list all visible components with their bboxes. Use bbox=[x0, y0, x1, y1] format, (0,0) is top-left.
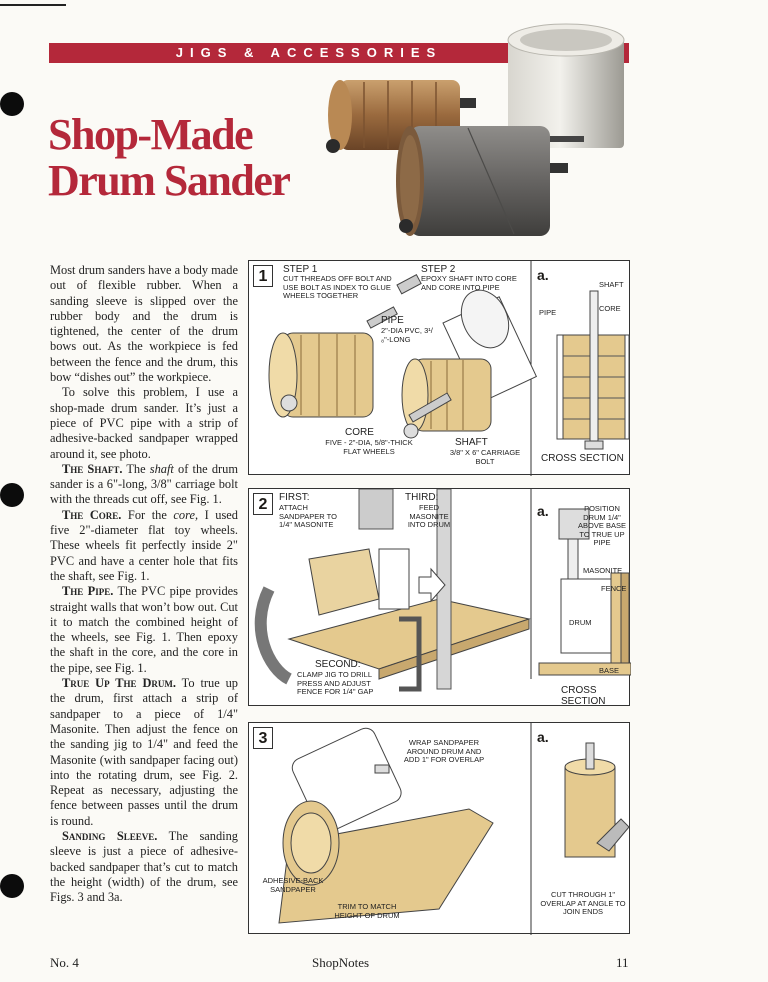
fig1-pvc-pipe bbox=[442, 289, 538, 404]
binder-hole-2 bbox=[0, 483, 24, 507]
article-body: Most drum sanders have a body made out o… bbox=[50, 263, 238, 905]
figure-3-drawing bbox=[278, 723, 630, 935]
paragraph-core: The Core. For the core, I used five 2"-d… bbox=[50, 508, 238, 584]
fig1-step1-title: STEP 1 bbox=[283, 264, 318, 275]
fig1-cross-section bbox=[556, 290, 630, 450]
paragraph-true-up: True Up The Drum. To true up the drum, f… bbox=[50, 676, 238, 829]
fig1-threaded-bolt bbox=[396, 273, 422, 295]
text-run: of the drum sander is a 6"-long, 3/8" ca… bbox=[50, 461, 238, 507]
fig2-dust-hose bbox=[254, 586, 293, 685]
section-banner: JIGS & ACCESSORIES bbox=[49, 43, 629, 63]
fig1a-core: CORE bbox=[599, 304, 621, 313]
fig3-trim: TRIM TO MATCH HEIGHT OF DRUM bbox=[334, 902, 400, 920]
figure-2-drawing bbox=[254, 489, 631, 692]
fig2-first: FIRST: bbox=[279, 492, 310, 503]
footer-magazine: ShopNotes bbox=[312, 955, 370, 970]
text-run: The PVC pipe provides straight walls tha… bbox=[50, 584, 238, 675]
fig1a-label: a. bbox=[537, 267, 549, 283]
fig2a-position: POSITION DRUM 1/4" ABOVE BASE TO TRUE UP… bbox=[578, 504, 626, 547]
text-run: To true up the drum, first attach a stri… bbox=[50, 676, 238, 828]
fig1-step1-text: CUT THREADS OFF BOLT AND USE BOLT AS IND… bbox=[283, 274, 392, 300]
figure-3: 3 WRAP SANDPAPER AROUND DRUM AND ADD 1" … bbox=[248, 722, 630, 935]
pvc-pipe-inner bbox=[520, 29, 612, 51]
fig3a-drum bbox=[564, 742, 630, 858]
runin-head-core: The Core. bbox=[62, 507, 122, 522]
binder-hole-3 bbox=[0, 874, 24, 898]
text-emphasis: core, bbox=[173, 507, 199, 522]
fig2-cross-section bbox=[538, 508, 631, 676]
title-line-2: Drum Sander bbox=[48, 156, 291, 205]
fig2-clamp bbox=[399, 616, 422, 692]
fig3-drum bbox=[282, 727, 402, 886]
fig1a-pipe: PIPE bbox=[539, 308, 557, 317]
title-line-1: Shop-Made bbox=[48, 110, 254, 159]
paragraph-shaft: The Shaft. The shaft of the drum sander … bbox=[50, 462, 238, 508]
fig2a-fence: FENCE bbox=[601, 584, 627, 593]
page-title: Shop-Made Drum Sander bbox=[48, 110, 291, 205]
fig2-second-text: CLAMP JIG TO DRILL PRESS AND ADJUST FENC… bbox=[297, 670, 374, 696]
fig1-step2-text: EPOXY SHAFT INTO CORE AND CORE INTO PIPE bbox=[421, 274, 517, 292]
pvc-pipe bbox=[508, 38, 624, 148]
fig1-core-label: CORE bbox=[345, 427, 374, 438]
fig2a-base: BASE bbox=[599, 666, 620, 675]
binder-hole-1 bbox=[0, 92, 24, 116]
fig2-drum bbox=[378, 548, 410, 610]
figure-3-number: 3 bbox=[253, 727, 273, 749]
fig1-core-wheels bbox=[268, 306, 398, 418]
fig2a-label: a. bbox=[537, 503, 549, 519]
top-rule bbox=[0, 4, 66, 6]
figure-2-number: 2 bbox=[253, 493, 273, 515]
runin-head-pipe: The Pipe. bbox=[62, 584, 114, 599]
figure-1-drawing bbox=[268, 261, 630, 476]
drum-sander-photo bbox=[326, 23, 625, 236]
fig2-chuck bbox=[358, 489, 394, 530]
fig3-adhesive: ADHESIVE-BACK SANDPAPER bbox=[262, 876, 324, 894]
runin-head-true-up: True Up The Drum. bbox=[62, 676, 176, 691]
paragraph-solution: To solve this problem, I use a shop-made… bbox=[50, 385, 238, 461]
fig3-wrap: WRAP SANDPAPER AROUND DRUM AND ADD 1" FO… bbox=[403, 738, 485, 764]
fig1-shaft-spec: 3/8" x 6" CARRIAGE BOLT bbox=[449, 448, 521, 466]
paragraph-intro: Most drum sanders have a body made out o… bbox=[50, 263, 238, 385]
fig2a-drum: DRUM bbox=[569, 618, 592, 627]
text-run: The bbox=[122, 461, 150, 476]
sanding-drum bbox=[396, 126, 550, 236]
fig3a-cut: CUT THROUGH 1" OVERLAP AT ANGLE TO JOIN … bbox=[540, 890, 626, 916]
fig2-third-text: FEED MASONITE INTO DRUM bbox=[407, 503, 451, 529]
fig2-jig-block bbox=[308, 548, 380, 616]
fig2a-cross-section: CROSS SECTION bbox=[561, 685, 606, 707]
text-run: I used five 2"-diameter flat toy wheels.… bbox=[50, 507, 238, 583]
fig2-third: THIRD: bbox=[405, 492, 439, 503]
paragraph-sleeve: Sanding Sleeve. The sanding sleeve is ju… bbox=[50, 829, 238, 905]
figure-2: 2 FIRST: ATTACH SANDPAPER TO 1/4" MASONI… bbox=[248, 488, 631, 707]
fig1a-cross-section: CROSS SECTION bbox=[541, 453, 624, 464]
text-emphasis: shaft bbox=[149, 461, 174, 476]
figure-1: 1 STEP 1 CUT THREADS OFF BOLT AND USE BO… bbox=[248, 260, 630, 476]
fig2-feed-arrow bbox=[418, 567, 446, 603]
fig1-pipe-spec: 2"-DIA PVC, 3¹/₈"-LONG bbox=[381, 326, 433, 344]
fig1-step2-title: STEP 2 bbox=[421, 264, 456, 275]
fig1-core-assembly bbox=[401, 358, 492, 439]
section-title: JIGS & ACCESSORIES bbox=[175, 45, 443, 60]
runin-head-shaft: The Shaft. bbox=[62, 461, 123, 476]
text-run: For the bbox=[121, 507, 174, 522]
fig1-core-spec: FIVE - 2"-DIA, 5/8"-THICK FLAT WHEELS bbox=[325, 438, 413, 456]
text-run: The sanding sleeve is just a piece of ad… bbox=[50, 828, 238, 905]
fig2a-masonite: MASONITE bbox=[583, 566, 623, 575]
figure-1-number: 1 bbox=[253, 265, 273, 287]
fig2-first-text: ATTACH SANDPAPER TO 1/4" MASONITE bbox=[279, 503, 337, 529]
fig3a-label: a. bbox=[537, 729, 549, 745]
paragraph-pipe: The Pipe. The PVC pipe provides straight… bbox=[50, 584, 238, 676]
runin-head-sleeve: Sanding Sleeve. bbox=[62, 828, 158, 843]
fig3a-utility-knife bbox=[596, 818, 630, 852]
footer-page-number: 11 bbox=[616, 955, 629, 970]
fig1-shaft-label: SHAFT bbox=[455, 437, 488, 448]
core-shaft bbox=[446, 98, 476, 108]
footer-issue: No. 4 bbox=[50, 955, 79, 970]
fig1-pipe-label: PIPE bbox=[381, 315, 404, 326]
pvc-shaft bbox=[544, 136, 584, 142]
fig1a-shaft: SHAFT bbox=[599, 280, 624, 289]
fig2-second: SECOND: bbox=[315, 659, 361, 670]
drum-shaft bbox=[540, 163, 568, 173]
